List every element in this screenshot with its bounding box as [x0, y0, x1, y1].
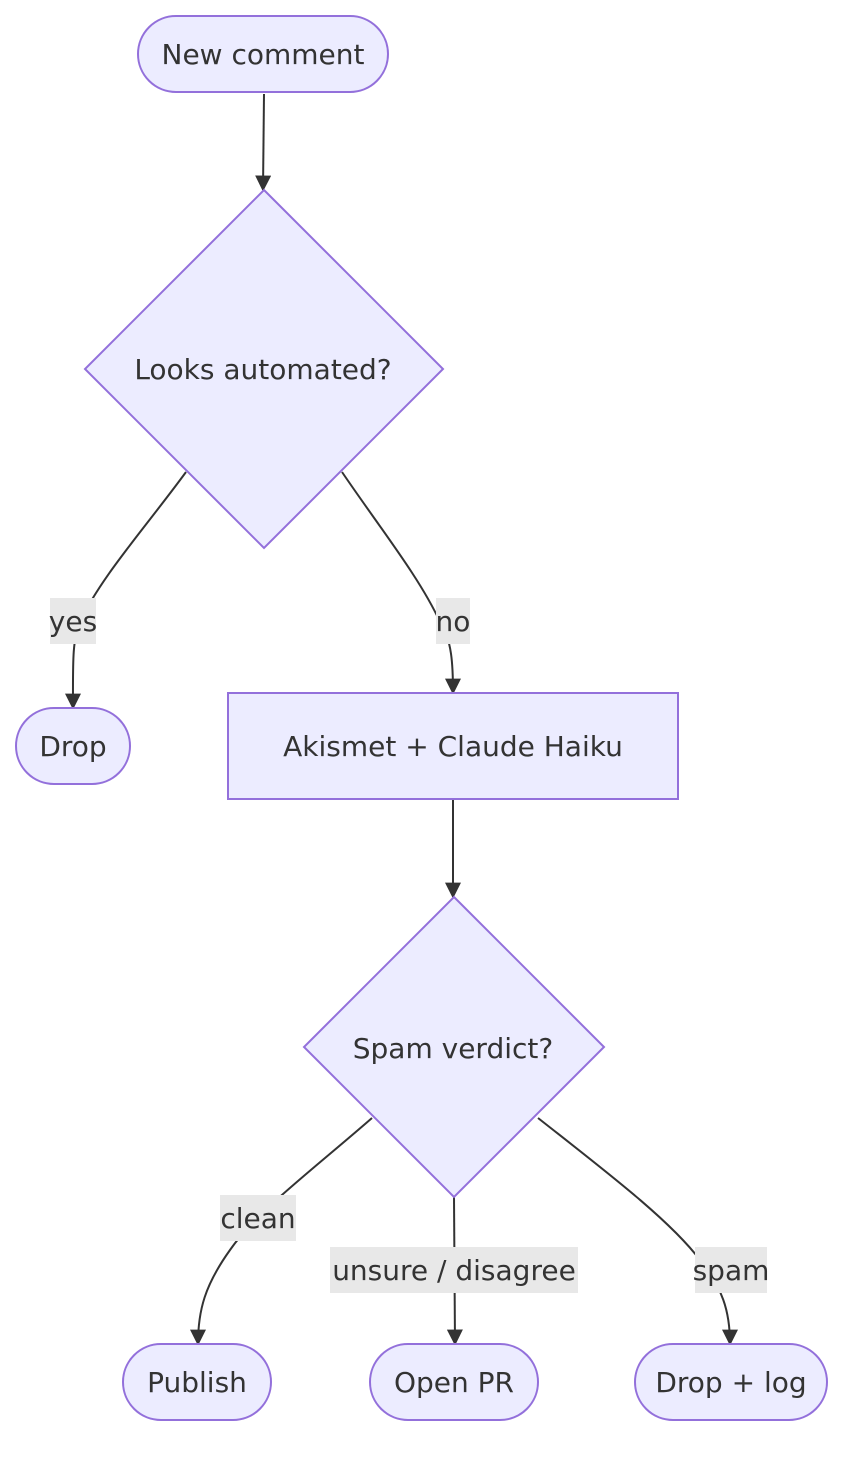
edge-label-no: no	[436, 598, 471, 644]
svg-text:Looks automated?: Looks automated?	[134, 353, 391, 386]
svg-text:New comment: New comment	[162, 38, 365, 71]
edge-label-yes: yes	[49, 598, 97, 644]
svg-text:clean: clean	[220, 1202, 295, 1235]
node-spam-verdict: Spam verdict?	[302, 895, 606, 1199]
svg-text:Spam verdict?: Spam verdict?	[353, 1032, 553, 1065]
svg-text:Drop + log: Drop + log	[655, 1366, 806, 1399]
node-new-comment: New comment	[137, 15, 389, 93]
node-drop-log: Drop + log	[634, 1343, 828, 1421]
svg-text:spam: spam	[693, 1254, 770, 1287]
edge-looks-automated-to-drop	[64, 471, 187, 710]
edge-label-clean: clean	[220, 1195, 296, 1241]
node-open-pr: Open PR	[369, 1343, 539, 1421]
node-publish: Publish	[122, 1343, 272, 1421]
svg-text:yes: yes	[49, 605, 97, 638]
svg-text:no: no	[436, 605, 471, 638]
svg-text:Publish: Publish	[147, 1366, 247, 1399]
node-looks-automated: Looks automated?	[83, 188, 445, 550]
edge-spam-verdict-to-drop-log	[537, 1117, 738, 1346]
edge-looks-automated-to-akismet	[341, 471, 461, 695]
edge-label-unsure-disagree: unsure / disagree	[330, 1247, 578, 1293]
svg-text:Drop: Drop	[39, 730, 106, 763]
node-akismet-claude-haiku: Akismet + Claude Haiku	[227, 692, 679, 800]
svg-text:unsure / disagree: unsure / disagree	[332, 1254, 576, 1287]
edge-spam-verdict-to-publish	[190, 1117, 373, 1346]
svg-text:Open PR: Open PR	[394, 1366, 514, 1399]
edge-label-spam: spam	[693, 1247, 770, 1293]
node-drop: Drop	[15, 707, 131, 785]
svg-text:Akismet + Claude Haiku: Akismet + Claude Haiku	[283, 730, 623, 763]
edge-new-comment-to-looks-automated	[255, 93, 272, 192]
